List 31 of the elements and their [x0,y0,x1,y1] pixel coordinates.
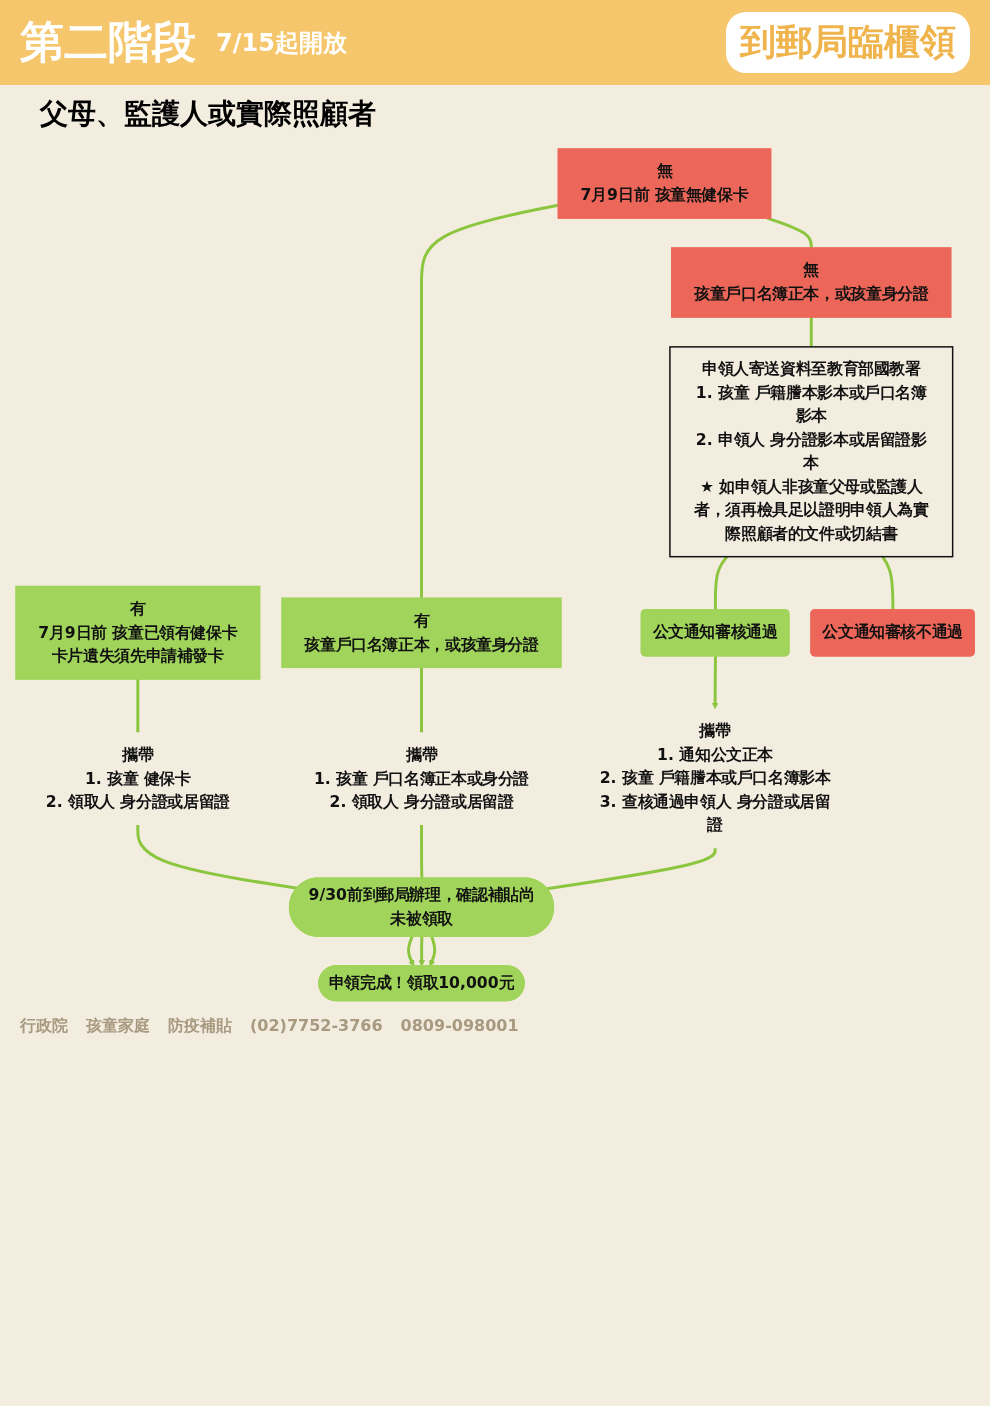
arrow [418,936,425,967]
node-box: 有 孩童戶口名簿正本，或孩童身分證 [281,597,562,669]
node-box: 無 孩童戶口名簿正本，或孩童身分證 [671,247,952,318]
connector [136,824,298,890]
program-name: 防疫補貼 [168,1016,232,1038]
program-name: 孩童家庭 [86,1016,150,1038]
phone-number: 0809-098001 [400,1016,519,1036]
connector [420,667,423,733]
connector [713,555,729,611]
heading: 父母、監護人或實際照顧者 [40,96,377,132]
connector [546,848,717,891]
title: 第二階段 [20,15,196,69]
connector [136,679,140,733]
subtitle: 7/15起開放 [216,27,347,59]
arrow [711,656,719,710]
arrow [407,936,415,967]
connector [420,203,559,599]
connector [420,824,424,879]
connector [766,216,813,248]
agency-name: 行政院 [20,1016,68,1038]
arrow [429,936,437,967]
node-box: 無 7月9日前 孩童無健保卡 [557,148,772,219]
node-text: 攜帶 1. 通知公文正本 2. 孩童 戶籍謄本或戶口名簿影本 3. 查核通過申領人 身分證或居留證 [599,722,831,834]
heading-badge: 到郵局臨櫃領 [726,12,970,73]
node-text: 攜帶 1. 孩童 健保卡 2. 領取人 身分證或居留證 [45,745,230,811]
connector [809,317,813,347]
node-box: 有 7月9日前 孩童已領有健保卡 卡片遺失須先申請補發卡 [15,585,261,680]
connector [881,555,895,611]
phone-number: (02)7752-3766 [250,1016,383,1036]
node-box: 申領人寄送資料至教育部國教署 1. 孩童 戶籍謄本影本或戶口名簿影本 2. 申領人 身分證影本或居留證影本 ★ 如申領人非孩童父母或監護人者，須再檢具足以證明申領人為實際照顧者的文件或切結書 [669,346,954,558]
node-text: 攜帶 1. 孩童 戶口名簿正本或身分證 2. 領取人 身分證或居留證 [313,745,530,811]
